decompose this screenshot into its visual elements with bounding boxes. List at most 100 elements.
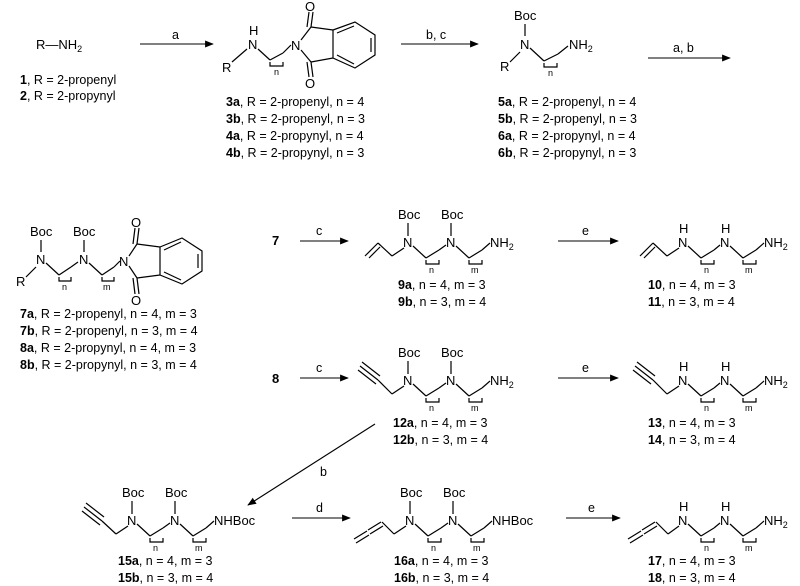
reaction-arrow-c-1: c [300,224,349,245]
svg-text:n: n [274,67,279,77]
svg-text:n: n [153,543,158,553]
compound-label: 8b, R = 2-propynyl, n = 3, m = 4 [20,358,197,372]
svg-text:NH2: NH2 [764,513,788,530]
structure-boc-amine: Boc N R n NH2 [500,8,593,78]
svg-text:n: n [704,403,709,413]
svg-text:N: N [720,373,729,388]
svg-text:m: m [103,282,111,292]
structure-allenyl-triboc: N Boc n N Boc m NHBoc [353,485,534,553]
compound-label: 3b, R = 2-propenyl, n = 3 [226,112,365,126]
compound-label: 4b, R = 2-propynyl, n = 3 [226,146,364,160]
svg-text:Boc: Boc [441,345,464,360]
svg-text:N: N [403,235,412,250]
svg-text:b: b [320,465,327,479]
structure-propargyl-diboc: N Boc n N Boc m NH2 [357,345,514,413]
compound-label: 7b, R = 2-propenyl, n = 3, m = 4 [20,324,198,338]
svg-text:N: N [446,235,455,250]
compound-label: 10, n = 4, m = 3 [648,278,736,292]
svg-text:Boc: Boc [73,224,96,239]
svg-text:Boc: Boc [441,207,464,222]
label-group-10-11: 10, n = 4, m = 3 11, n = 3, m = 4 [648,278,736,309]
compound-label: 2, R = 2-propynyl [20,89,116,103]
svg-text:NH2: NH2 [764,235,788,252]
label-group-12: 12a, n = 4, m = 3 12b, n = 3, m = 4 [393,416,488,447]
svg-text:NHBoc: NHBoc [214,513,256,528]
reaction-arrow-e-1: e [558,224,619,245]
svg-text:a, b: a, b [673,41,694,55]
compound-label: 4a, R = 2-propynyl, n = 4 [226,129,364,143]
svg-text:N: N [678,513,687,528]
compound-label: 16a, n = 4, m = 3 [394,554,489,568]
svg-text:N: N [36,252,45,267]
structure-allyl-diboc: N Boc n N Boc m NH2 [364,207,514,275]
compound-label: 9a, n = 4, m = 3 [398,278,486,292]
svg-text:Boc: Boc [400,485,423,500]
svg-text:O: O [131,293,141,308]
svg-text:N: N [248,37,257,52]
svg-text:NH2: NH2 [490,235,514,252]
structure-propargyl-polyamine: N H n N H m NH2 [632,359,788,413]
structure-propargyl-triboc: N Boc n N Boc m NHBoc [81,485,256,553]
svg-text:m: m [471,265,479,275]
svg-text:N: N [403,373,412,388]
svg-text:R: R [500,59,509,74]
svg-text:N: N [405,513,414,528]
svg-text:R—NH2: R—NH2 [36,37,82,54]
compound-label: 13, n = 4, m = 3 [648,416,736,430]
compound-label: 15b, n = 3, m = 4 [118,571,213,585]
svg-text:Boc: Boc [30,224,53,239]
reaction-arrow-b-c: b, c [401,28,479,48]
structure-allenyl-polyamine: N H n N H m NH2 [627,499,788,553]
svg-text:n: n [704,543,709,553]
compound-label: 5a, R = 2-propenyl, n = 4 [498,95,636,109]
svg-text:n: n [429,403,434,413]
label-group-7-8: 7a, R = 2-propenyl, n = 4, m = 3 7b, R =… [20,307,198,372]
svg-text:e: e [582,361,589,375]
compound-label: 6a, R = 2-propynyl, n = 4 [498,129,636,143]
svg-text:n: n [704,265,709,275]
svg-text:m: m [745,543,753,553]
svg-text:Boc: Boc [122,485,145,500]
svg-text:N: N [79,252,88,267]
label-group-3-4: 3a, R = 2-propenyl, n = 4 3b, R = 2-prop… [226,95,365,160]
compound-label: 14, n = 3, m = 4 [648,433,736,447]
svg-text:Boc: Boc [398,345,421,360]
start-label-7: 7 [272,233,279,248]
svg-text:O: O [131,215,141,230]
compound-label: 15a, n = 4, m = 3 [118,554,213,568]
reaction-arrow-a-b: a, b [648,41,731,62]
svg-text:m: m [471,403,479,413]
svg-text:N: N [291,38,300,53]
label-group-1-2: 1, R = 2-propenyl 2, R = 2-propynyl [20,73,116,103]
svg-text:O: O [305,0,315,14]
svg-text:m: m [745,403,753,413]
svg-text:H: H [721,359,730,374]
compound-label: 16b, n = 3, m = 4 [394,571,489,585]
svg-text:Boc: Boc [398,207,421,222]
compound-label: 9b, n = 3, m = 4 [398,295,486,309]
svg-text:O: O [305,76,315,91]
svg-text:NH2: NH2 [490,373,514,390]
compound-label: 17, n = 4, m = 3 [648,554,736,568]
svg-text:R: R [222,60,231,75]
svg-text:N: N [678,373,687,388]
svg-text:H: H [721,499,730,514]
svg-text:NHBoc: NHBoc [492,513,534,528]
reaction-arrow-a: a [140,28,214,48]
svg-text:N: N [448,513,457,528]
svg-text:N: N [720,513,729,528]
svg-text:n: n [62,282,67,292]
svg-text:H: H [249,23,258,38]
svg-text:m: m [473,543,481,553]
compound-label: 3a, R = 2-propenyl, n = 4 [226,95,364,109]
label-group-17-18: 17, n = 4, m = 3 18, n = 3, m = 4 [648,554,736,585]
svg-text:Boc: Boc [443,485,466,500]
compound-label: 6b, R = 2-propynyl, n = 3 [498,146,636,160]
svg-text:NH2: NH2 [764,373,788,390]
svg-text:n: n [429,265,434,275]
svg-text:H: H [721,221,730,236]
reaction-arrow-e-2: e [558,361,619,382]
start-label-8: 8 [272,371,279,386]
svg-text:c: c [316,224,322,238]
